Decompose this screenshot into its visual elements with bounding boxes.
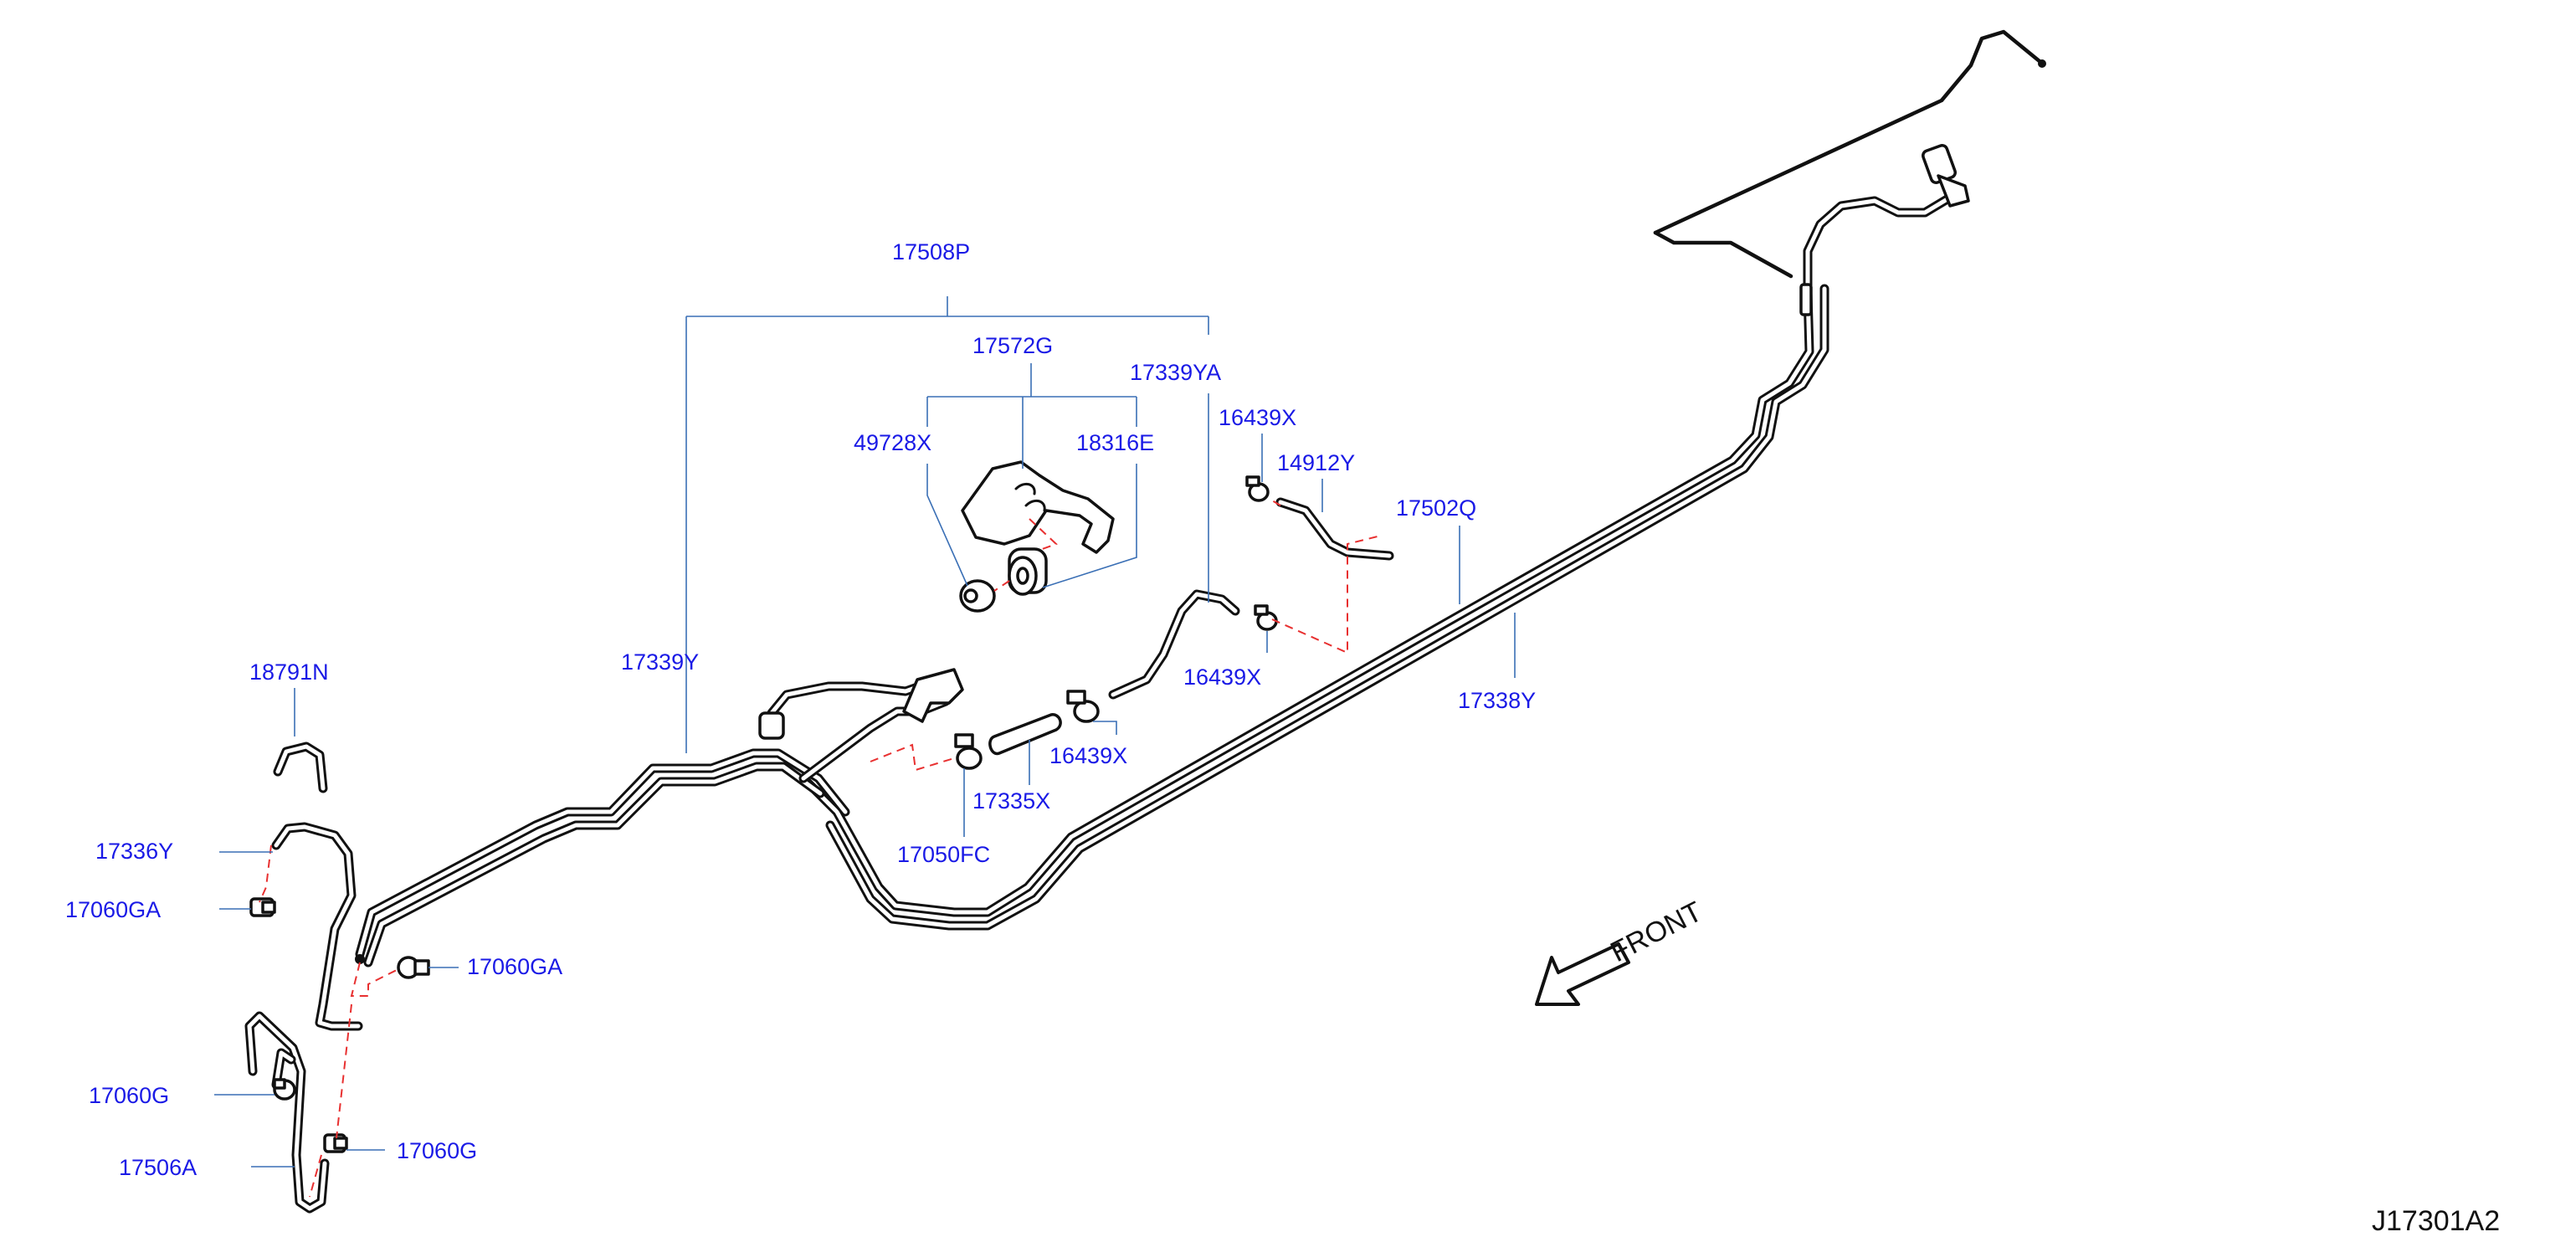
body-panel-outline [1653,29,2046,279]
clip-17060G-right [323,1133,348,1153]
label-17506A[interactable]: 17506A [119,1155,197,1180]
label-17572G[interactable]: 17572G [972,333,1053,358]
leader-lines [214,296,1516,1168]
hose-17335X [988,713,1062,756]
label-17060GA-right[interactable]: 17060GA [467,954,562,979]
vent-hose-17339YA [1108,589,1240,700]
left-fuel-tube [355,748,850,967]
label-17060G-right[interactable]: 17060G [397,1138,477,1163]
part-labels: 17508P 17572G 17339YA 49728X 18316E 1643… [65,239,1536,1180]
label-17050FC[interactable]: 17050FC [897,842,990,867]
label-18791N[interactable]: 18791N [249,659,329,685]
label-17336Y[interactable]: 17336Y [95,839,173,864]
clip-17060GA-right [397,956,430,979]
label-17060GA-left[interactable]: 17060GA [65,897,161,922]
label-17339Y[interactable]: 17339Y [621,649,699,675]
label-17339YA[interactable]: 17339YA [1130,360,1221,385]
clip-17060G-left [273,1078,296,1101]
label-49728X[interactable]: 49728X [854,430,931,455]
label-17502Q[interactable]: 17502Q [1396,495,1476,521]
label-16439X-mid[interactable]: 16439X [1183,665,1261,690]
clamp-16439X-mid [1254,604,1278,631]
label-16439X-top[interactable]: 16439X [1219,405,1296,430]
clip-17060GA-left [249,897,276,917]
front-direction-indicator: FRONT [1535,896,1707,1006]
label-17508P[interactable]: 17508P [892,239,970,264]
front-label: FRONT [1605,896,1707,968]
insulator-18316E [1008,547,1048,596]
canister-bracket-17572G [961,460,1115,554]
clamp-16439X-top [1245,475,1270,502]
label-17338Y[interactable]: 17338Y [1458,688,1536,713]
hose-14912Y [1275,497,1394,561]
label-17335X[interactable]: 17335X [972,788,1050,813]
label-14912Y[interactable]: 14912Y [1277,450,1355,475]
hose-18791N [273,742,328,793]
upper-fuel-tube-end [1799,144,1970,316]
label-17060G-left[interactable]: 17060G [89,1083,169,1108]
front-arrow-icon [1535,942,1630,1006]
grommet-49728X [959,579,996,613]
diagram-code: J17301A2 [2372,1205,2500,1237]
filler-hose-17336Y [271,822,363,1031]
bracket-17339Y [902,668,964,723]
clamp-17050FC [954,733,983,770]
clamp-16439X-lower [1066,690,1100,723]
assembly-guide-lines [259,500,1382,1198]
main-fuel-tube [798,284,1829,931]
tube-17506A [244,1011,330,1214]
label-18316E[interactable]: 18316E [1076,430,1154,455]
label-16439X-lower[interactable]: 16439X [1049,743,1127,768]
